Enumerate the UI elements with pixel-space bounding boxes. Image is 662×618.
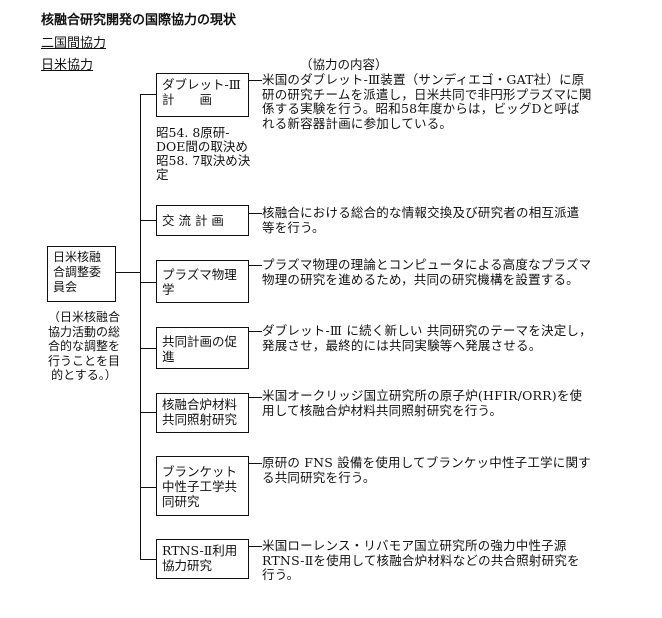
- content-connector: [249, 397, 262, 399]
- subsection-heading: 日米協力: [41, 58, 94, 73]
- section-heading: 二国間協力: [41, 36, 107, 51]
- committee-purpose: （日米核融合協力活動の総合的な調整を行うことを目的とする。）: [47, 310, 120, 382]
- item-content: ダブレット-Ⅲ に続く新しい 共同研究のテーマを決定し，発展させ，最終的には共同…: [262, 323, 592, 353]
- note: 昭54. 8原研-DOE間の取決め: [156, 125, 248, 154]
- committee-connector: [115, 272, 141, 274]
- content-connector: [249, 80, 262, 82]
- branch-line: [140, 559, 156, 561]
- branch-line: [140, 487, 156, 489]
- item-content: 米国オークリッジ国立研究所の原子炉(HFIR/ORR)を使用して核融合炉材料共同…: [262, 388, 583, 418]
- committee-box: 日米核融合調整委員会: [47, 246, 116, 302]
- item-box-plasma-physics: プラズマ物理学: [156, 260, 249, 303]
- branch-line: [140, 412, 156, 414]
- item-box-joint-program: 共同計画の促進: [156, 327, 249, 369]
- content-connector: [249, 265, 262, 267]
- branch-line: [140, 220, 156, 222]
- trunk-line: [140, 94, 142, 560]
- notes: 昭54. 8原研-DOE間の取決め 昭58. 7取決め決定: [156, 126, 256, 182]
- branch-line: [140, 94, 156, 96]
- item-box-blanket: ブランケット中性子工学共同研究: [156, 456, 249, 516]
- content-connector: [249, 546, 262, 548]
- column-header: （協力の内容）: [300, 57, 388, 72]
- item-box-exchange: 交 流 計 画: [156, 205, 249, 236]
- item-box-doublet: ダブレット-Ⅲ計 画: [156, 73, 249, 117]
- content-connector: [249, 331, 262, 333]
- content-connector: [249, 463, 262, 465]
- item-content: 米国のダブレット-Ⅲ装置（サンディエゴ・GAT社）に原研の研究チームを派遣し，日…: [262, 72, 592, 131]
- item-content: 原研の FNS 設備を使用してブランケッ中性子工学に関する共同研究を行う。: [262, 455, 591, 485]
- branch-line: [140, 282, 156, 284]
- page-title: 核融合研究開発の国際協力の現状: [41, 13, 237, 28]
- item-content: 米国ローレンス・リバモア国立研究所の強力中性子源 RTNS-Ⅱを使用して核融合炉…: [262, 538, 580, 582]
- item-box-rtns: RTNS-Ⅱ利用協力研究: [156, 539, 249, 579]
- item-box-irradiation: 核融合炉材料共同照射研究: [156, 393, 249, 433]
- branch-line: [140, 348, 156, 350]
- item-content: プラズマ物理の理論とコンピュータによる高度なプラズマ物理の研究を進めるため，共同…: [262, 257, 592, 287]
- note: 昭58. 7取決め決定: [156, 153, 251, 182]
- content-connector: [249, 213, 262, 215]
- item-content: 核融合における総合的な情報交換及び研究者の相互派遣等を行う。: [262, 205, 580, 235]
